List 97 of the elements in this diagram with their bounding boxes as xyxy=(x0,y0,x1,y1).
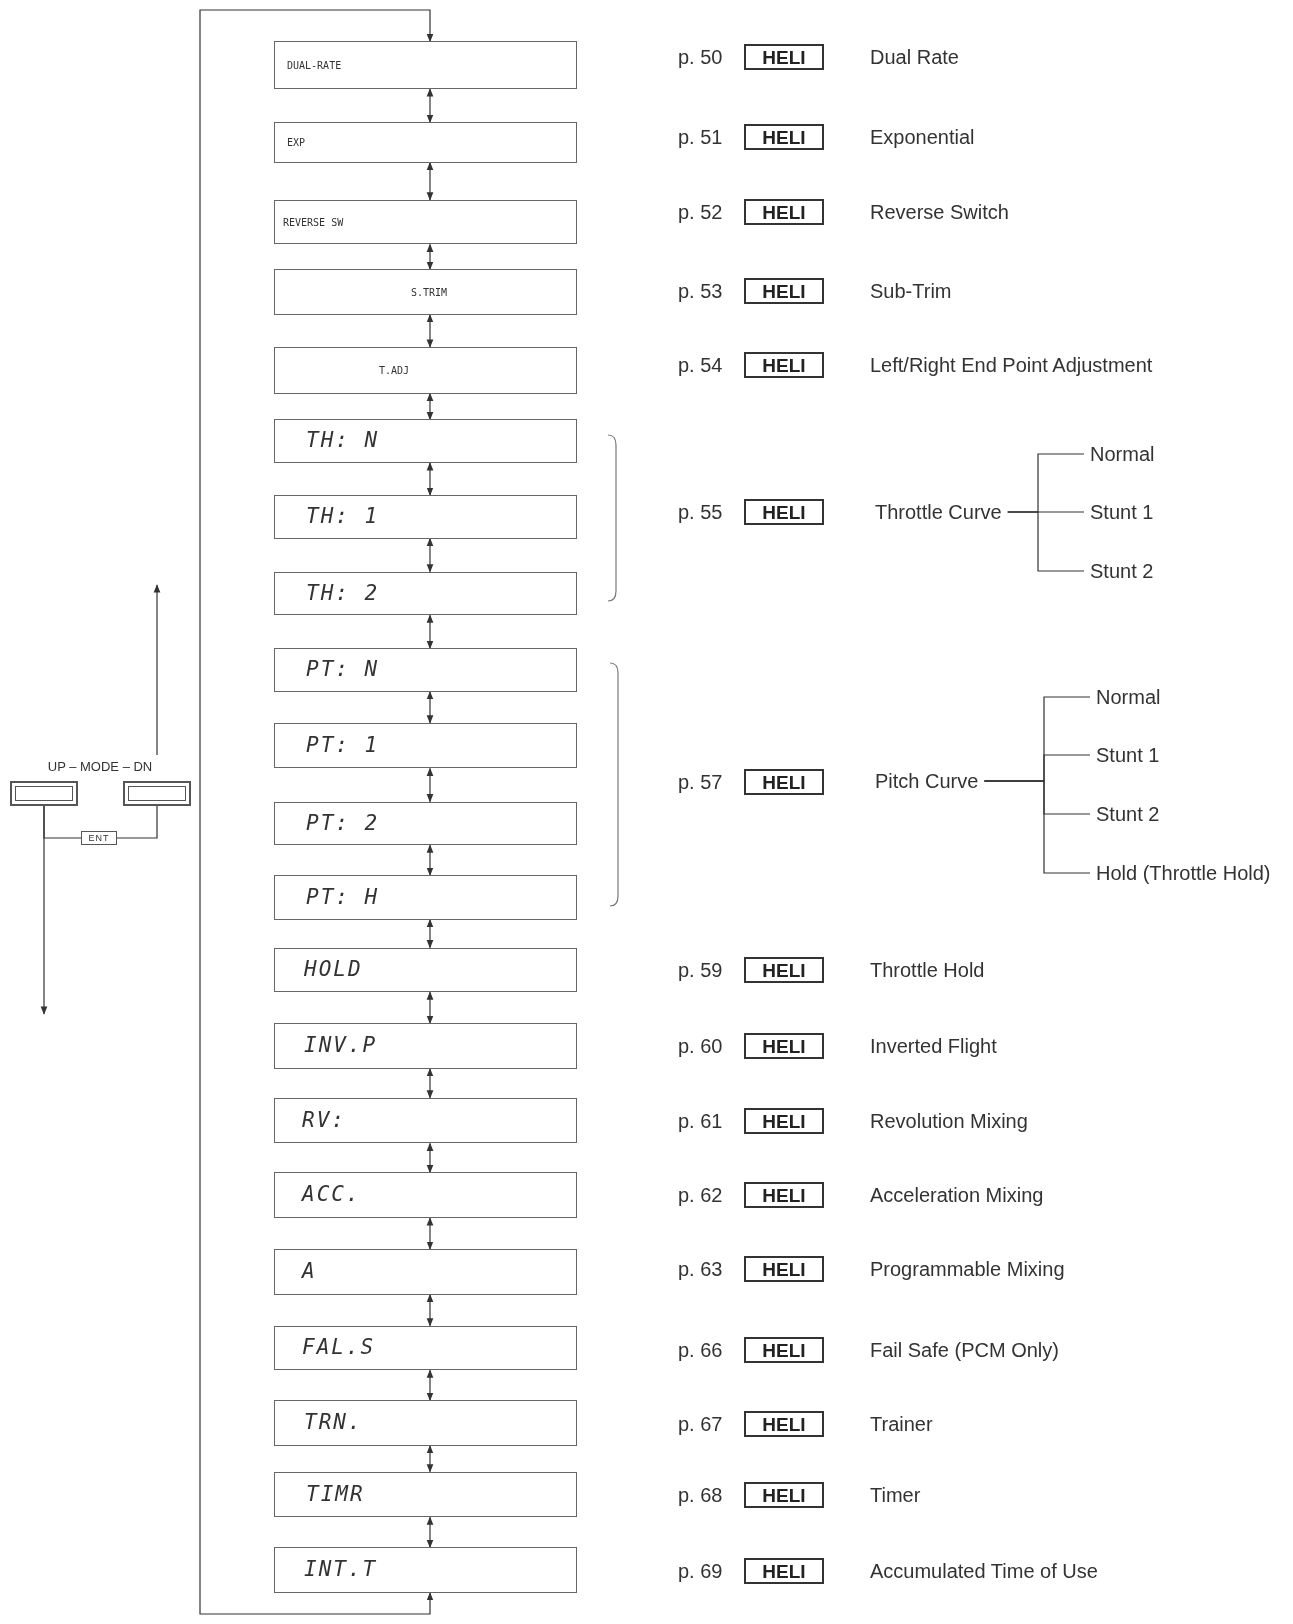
mode-tag: HELI xyxy=(744,957,824,983)
mode-tag: HELI xyxy=(744,124,824,150)
arrow xyxy=(426,918,434,949)
connector-line xyxy=(983,780,1091,874)
mode-tag: HELI xyxy=(744,1411,824,1437)
mode-tag: HELI xyxy=(744,1482,824,1508)
lcd-screen-box: ACC. xyxy=(274,1172,577,1218)
arrow xyxy=(426,1142,434,1174)
arrow xyxy=(426,1445,434,1473)
page-reference: p. 62 xyxy=(678,1183,723,1208)
function-label: Reverse Switch xyxy=(870,200,1009,225)
connector-line xyxy=(1007,511,1085,572)
function-label: Revolution Mixing xyxy=(870,1109,1028,1134)
function-label: Throttle Hold xyxy=(870,958,985,983)
function-label: Fail Safe (PCM Only) xyxy=(870,1338,1059,1363)
page-reference: p. 50 xyxy=(678,45,723,70)
lcd-screen-box: TIMR xyxy=(274,1471,577,1518)
push-button xyxy=(10,781,78,806)
page-reference: p. 53 xyxy=(678,279,723,304)
arrow xyxy=(426,691,434,724)
mode-tag: HELI xyxy=(744,199,824,225)
arrow xyxy=(426,767,434,803)
lcd-screen-box: PT: 1 xyxy=(274,722,577,769)
lcd-screen-box: TH: N xyxy=(274,419,577,463)
page-reference: p. 66 xyxy=(678,1338,723,1363)
page-reference: p. 54 xyxy=(678,353,723,378)
arrow xyxy=(426,243,434,271)
arrow xyxy=(426,844,434,876)
arrow xyxy=(153,584,161,756)
lcd-screen-box: TRN. xyxy=(274,1400,577,1446)
arrow xyxy=(426,1068,434,1099)
mode-tag: HELI xyxy=(744,1108,824,1134)
arrow xyxy=(426,161,434,201)
arrow xyxy=(426,1516,434,1549)
function-label: Left/Right End Point Adjustment xyxy=(870,353,1153,378)
arrow xyxy=(426,1369,434,1402)
connector-line xyxy=(116,805,158,839)
lcd-screen-box: PT: 2 xyxy=(274,801,577,846)
mode-tag: HELI xyxy=(744,278,824,304)
mode-tag: HELI xyxy=(744,1182,824,1208)
lcd-screen-box: A xyxy=(274,1249,577,1295)
lcd-screen-box: FAL.S xyxy=(274,1325,577,1371)
button-caption: UP – MODE – DN xyxy=(47,758,153,777)
lcd-screen-box: PT: H xyxy=(274,875,577,920)
arrow xyxy=(426,1293,434,1327)
page-reference: p. 60 xyxy=(678,1034,723,1059)
arrow xyxy=(426,314,434,348)
mode-tag: HELI xyxy=(744,1558,824,1584)
page-reference: p. 52 xyxy=(678,200,723,225)
arrow xyxy=(426,614,434,650)
lcd-screen-box: EXP xyxy=(274,122,577,163)
function-label: Exponential xyxy=(870,125,975,150)
lcd-screen-box: T.ADJ xyxy=(274,346,577,394)
arrow xyxy=(426,392,434,421)
page-reference: p. 57 xyxy=(678,770,723,795)
function-label: Programmable Mixing xyxy=(870,1257,1065,1282)
arrow xyxy=(426,991,434,1025)
page-reference: p. 55 xyxy=(678,500,723,525)
lcd-screen-box: PT: N xyxy=(274,648,577,692)
mode-tag: HELI xyxy=(744,44,824,70)
page-reference: p. 51 xyxy=(678,125,723,150)
arrow xyxy=(199,9,434,1615)
lcd-screen-box: S.TRIM xyxy=(274,269,577,315)
lcd-screen-box: INT.T xyxy=(274,1547,577,1593)
page-reference: p. 68 xyxy=(678,1483,723,1508)
page-reference: p. 59 xyxy=(678,958,723,983)
lcd-screen-box: REVERSE SW xyxy=(274,199,577,245)
arrow xyxy=(426,1217,434,1250)
mode-tag: HELI xyxy=(744,1256,824,1282)
page-reference: p. 63 xyxy=(678,1257,723,1282)
function-label: Dual Rate xyxy=(870,45,959,70)
function-label: Sub-Trim xyxy=(870,279,952,304)
lcd-screen-box: DUAL-RATE xyxy=(274,41,577,90)
enter-key: ENT xyxy=(81,831,117,845)
push-button xyxy=(123,781,191,806)
page-reference: p. 67 xyxy=(678,1412,723,1437)
function-label: Timer xyxy=(870,1483,921,1508)
lcd-screen-box: INV.P xyxy=(274,1023,577,1069)
arrow xyxy=(40,805,48,1015)
arrow xyxy=(426,537,434,573)
mode-tag: HELI xyxy=(744,769,824,795)
lcd-screen-box: TH: 1 xyxy=(274,495,577,539)
page-reference: p. 61 xyxy=(678,1109,723,1134)
lcd-screen-box: HOLD xyxy=(274,947,577,993)
function-label: Inverted Flight xyxy=(870,1034,997,1059)
arrow xyxy=(426,462,434,496)
function-label: Acceleration Mixing xyxy=(870,1183,1044,1208)
page-reference: p. 69 xyxy=(678,1559,723,1584)
mode-tag: HELI xyxy=(744,1033,824,1059)
lcd-screen-box: RV: xyxy=(274,1097,577,1144)
mode-tag: HELI xyxy=(744,352,824,378)
function-label: Accumulated Time of Use xyxy=(870,1559,1098,1584)
arrow xyxy=(426,88,434,124)
lcd-screen-box: TH: 2 xyxy=(274,571,577,616)
mode-tag: HELI xyxy=(744,1337,824,1363)
mode-tag: HELI xyxy=(744,499,824,525)
function-label: Trainer xyxy=(870,1412,933,1437)
